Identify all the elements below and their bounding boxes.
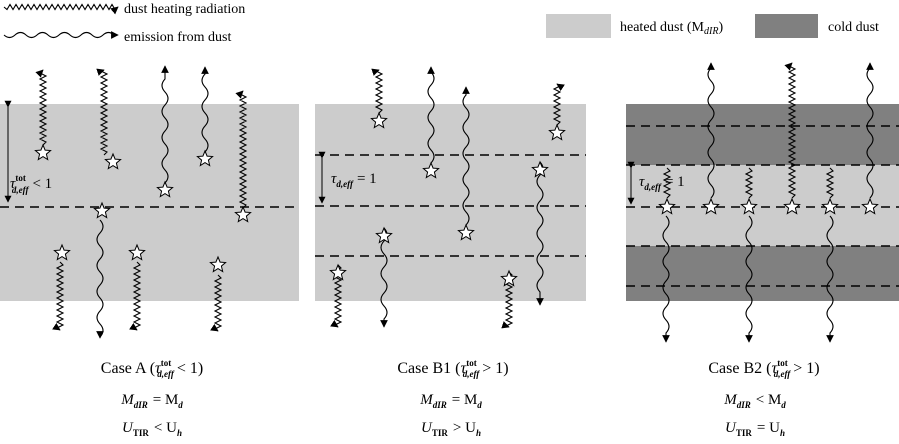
emission-rays [330,66,565,329]
emission-ray [826,215,834,343]
star-icon [196,149,214,167]
star-icon [531,160,549,178]
emission-ray [866,62,874,199]
emission-ray [52,261,65,331]
optical-depth-label: τd,eff= 1 [331,171,377,189]
panel-case-b1: τd,eff= 1 [315,66,586,329]
emission-ray [96,68,109,156]
absorbed-ray [825,167,835,199]
star-icon [53,243,71,261]
star-icon [104,152,122,170]
emission-ray [427,66,435,164]
radiation-relation: UTIR> Uh [421,420,481,438]
heating-radiation-legend-label: dust heating radiation [124,2,245,17]
panel-case-b2: τd,eff= 1 [626,62,899,343]
legend: dust heating radiation emission from dus… [3,2,879,45]
emission-ray [210,274,223,332]
emission-ray [536,161,544,306]
star-icon [329,263,347,281]
star-icon [156,180,174,198]
emission-ray [235,90,248,209]
star-icon [209,255,227,273]
cold-dust-legend-label: cold dust [828,20,879,35]
star-icon [783,197,801,215]
emission-ray [371,68,384,114]
mass-relation: MdIR< Md [723,392,786,410]
star-icon [375,226,393,244]
star-icon [658,197,676,215]
absorbed-ray [662,167,672,199]
heated-dust-layer [0,104,299,301]
mass-relation: MdIR= Md [120,392,183,410]
star-icon [548,123,566,141]
emission-ray [707,62,715,199]
emission-ray [35,69,48,146]
emission-ray [96,219,104,339]
star-icon [500,269,518,287]
emission-rays [662,62,874,343]
radiation-relation: UTIR< Uh [122,420,182,438]
star-icon [370,111,388,129]
emission-ray [745,215,753,343]
star-icon [128,243,146,261]
emission-legend-label: emission from dust [124,30,231,45]
emission-ray [161,65,169,184]
stars [34,143,252,273]
heated-dust-swatch [546,14,611,38]
heated-dust-layer [315,104,586,301]
emission-rays [35,65,248,339]
optical-depth-label: τd,eff= 1 [639,174,685,192]
absorbed-ray [744,167,754,199]
emission-ray [462,86,470,226]
mass-relation: MdIR= Md [419,392,482,410]
star-icon [861,197,879,215]
star-icon [702,197,720,215]
star-icon [34,143,52,161]
emission-ray [784,62,797,199]
star-icon [93,201,111,219]
star-icon [740,197,758,215]
star-icon [821,197,839,215]
emission-ray [662,215,670,343]
emission-ray [380,227,388,328]
star-icon [422,161,440,179]
emission-legend-line [3,31,119,39]
star-icon [234,205,252,223]
emission-ray [129,261,142,331]
emission-ray [201,66,209,153]
stars [329,111,566,287]
radiation-relation: UTIR= Uh [725,420,785,438]
star-icon [457,223,475,241]
cold-dust-swatch [755,14,818,38]
stars [658,197,879,215]
heated-dust-legend-label: heated dust (MdIR) [620,20,723,37]
heating-radiation-legend-line [3,3,119,15]
emission-ray [552,83,565,126]
